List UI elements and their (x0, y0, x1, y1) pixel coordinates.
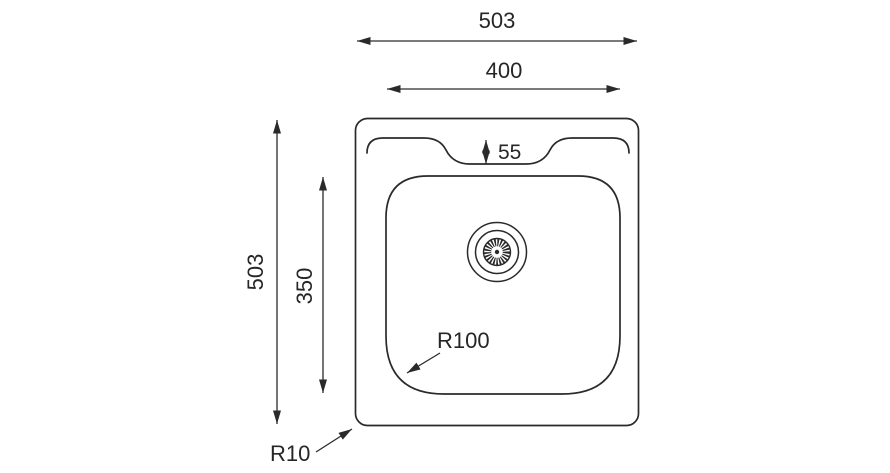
dim-overall-depth-label: 503 (243, 254, 268, 291)
drain-outer-ring (466, 221, 528, 283)
callout-corner-radius-label: R10 (270, 441, 310, 466)
dim-ledge-recess: 55 (482, 140, 521, 164)
callout-corner-radius-leader (315, 428, 353, 453)
bowl-outline (385, 175, 621, 395)
dim-overall-depth: 503 (243, 120, 281, 424)
dim-bowl-depth-label: 350 (292, 268, 317, 305)
drain-strainer-hatch (483, 238, 511, 266)
drain-inner-ring (482, 237, 512, 267)
callout-bowl-radius-label: R100 (437, 328, 490, 353)
drain-waste (466, 221, 528, 283)
ledge-recess-contour (366, 137, 630, 165)
callout-bowl-radius-leader (406, 352, 441, 374)
dim-bowl-depth: 350 (292, 177, 327, 393)
callout-corner-radius: R10 (270, 428, 353, 466)
sink-outer-outline (354, 117, 640, 427)
callout-bowl-radius: R100 (406, 328, 490, 374)
dim-overall-width-label: 503 (479, 8, 516, 33)
dim-bowl-width-label: 400 (486, 58, 523, 83)
dim-bowl-width: 400 (387, 58, 620, 93)
dim-overall-width: 503 (357, 8, 637, 45)
dim-ledge-recess-label: 55 (498, 141, 521, 164)
drain-mid-ring (474, 229, 520, 275)
drain-center-dot (494, 249, 500, 255)
